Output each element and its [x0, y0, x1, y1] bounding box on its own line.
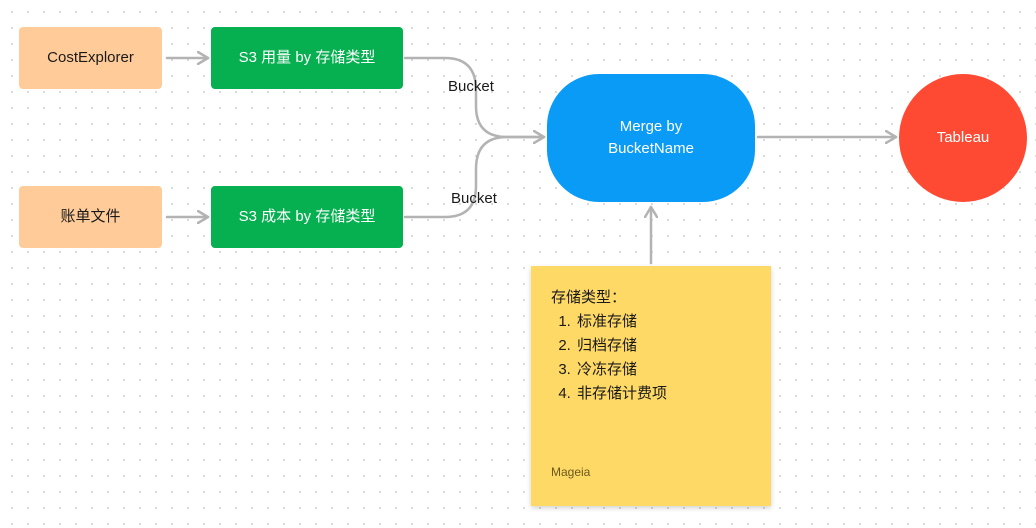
tableau-node[interactable]: Tableau — [899, 74, 1027, 202]
merge-label-line2: BucketName — [608, 140, 694, 157]
storage-type-item: 冷冻存储 — [575, 358, 751, 382]
edge-label-upper-bucket: Bucket — [448, 78, 494, 95]
source-costexplorer[interactable]: CostExplorer — [19, 27, 162, 89]
process-s3-usage-label: S3 用量 by 存储类型 — [238, 49, 376, 66]
sticky-note[interactable]: 存储类型： 标准存储 归档存储 冷冻存储 非存储计费项 Mageia — [531, 266, 771, 506]
connector-usage-to-merge — [403, 56, 546, 137]
merge-label-line1: Merge by — [619, 118, 683, 135]
tableau-label: Tableau — [936, 129, 990, 146]
process-s3-usage[interactable]: S3 用量 by 存储类型 — [211, 27, 403, 89]
storage-type-list: 标准存储 归档存储 冷冻存储 非存储计费项 — [551, 310, 751, 406]
process-s3-cost[interactable]: S3 成本 by 存储类型 — [211, 186, 403, 248]
storage-type-item: 归档存储 — [575, 334, 751, 358]
connector-cost-to-merge — [403, 135, 546, 219]
sticky-note-title: 存储类型： — [551, 289, 627, 306]
merge-node[interactable]: Merge by BucketName — [547, 74, 755, 202]
sticky-note-author: Mageia — [551, 465, 591, 479]
source-costexplorer-label: CostExplorer — [47, 49, 134, 66]
source-bill-file[interactable]: 账单文件 — [19, 186, 162, 248]
source-bill-file-label: 账单文件 — [60, 208, 121, 225]
storage-type-item: 标准存储 — [575, 310, 751, 334]
storage-type-item: 非存储计费项 — [575, 382, 751, 406]
process-s3-cost-label: S3 成本 by 存储类型 — [238, 208, 376, 225]
edge-label-lower-bucket: Bucket — [451, 190, 497, 207]
